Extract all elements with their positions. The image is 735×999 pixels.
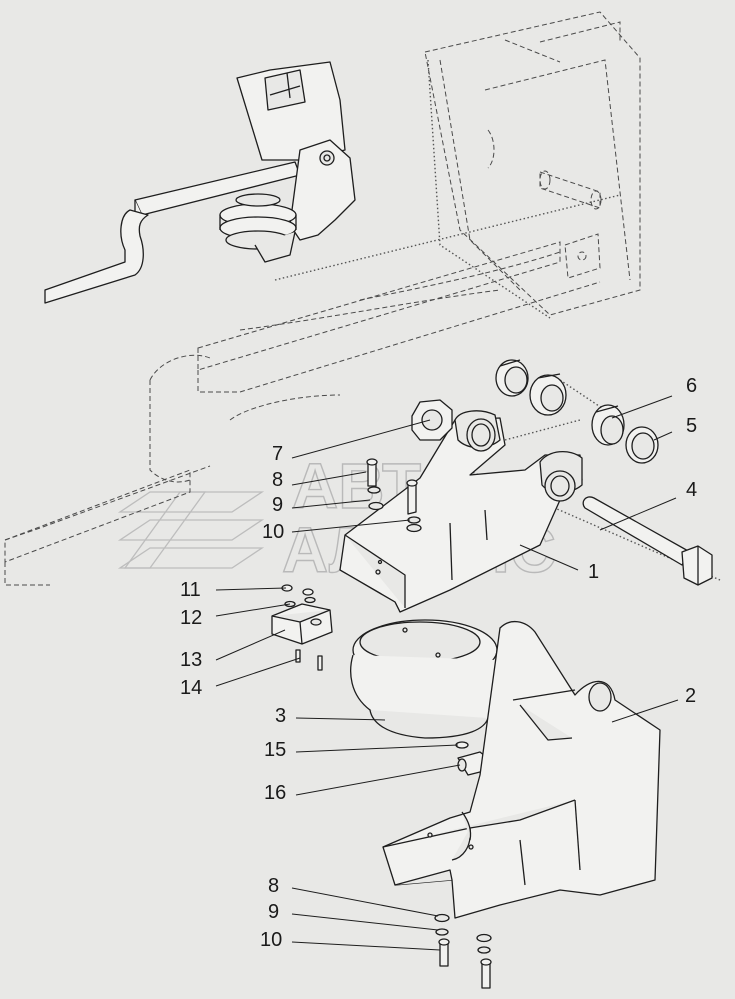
part-1-upper-bracket bbox=[339, 410, 583, 613]
bushing-upper-mid bbox=[529, 373, 567, 416]
assembled-view-small bbox=[44, 61, 356, 304]
bracket-fasteners bbox=[366, 458, 422, 533]
callout-16: 16 bbox=[264, 782, 286, 804]
part-2-lower-bracket bbox=[382, 621, 661, 919]
callout-10-upper: 10 bbox=[262, 521, 284, 543]
part-4-bolt bbox=[582, 496, 713, 586]
bushings bbox=[495, 359, 659, 464]
callout-2: 2 bbox=[685, 685, 696, 707]
part-3-air-spring bbox=[350, 619, 507, 739]
callout-11: 11 bbox=[180, 579, 201, 601]
callout-15: 15 bbox=[264, 739, 286, 761]
callout-labels: 1 2 3 4 5 6 7 8 9 10 11 12 13 14 15 16 8… bbox=[180, 375, 697, 951]
callout-10-lower: 10 bbox=[260, 929, 282, 951]
callout-5: 5 bbox=[686, 415, 697, 437]
callout-7: 7 bbox=[272, 443, 283, 465]
callout-6: 6 bbox=[686, 375, 697, 397]
callout-4: 4 bbox=[686, 479, 697, 501]
watermark-emblem bbox=[117, 491, 265, 569]
callout-8-upper: 8 bbox=[272, 469, 283, 491]
callout-13: 13 bbox=[180, 649, 202, 671]
callout-9-lower: 9 bbox=[268, 901, 279, 923]
callout-3: 3 bbox=[275, 705, 286, 727]
part-13-plate bbox=[271, 584, 333, 671]
frame-context-dashed bbox=[4, 11, 721, 586]
assembled-bracket-column bbox=[236, 61, 346, 161]
lower-fasteners bbox=[434, 913, 492, 989]
part-6-bushing bbox=[591, 404, 625, 446]
assembled-arm-end bbox=[44, 209, 149, 304]
part-5-ring bbox=[625, 426, 659, 464]
part-14-bolt bbox=[295, 649, 301, 663]
callout-8-lower: 8 bbox=[268, 875, 279, 897]
callout-leaders bbox=[215, 395, 679, 951]
callout-1: 1 bbox=[588, 561, 599, 583]
part-7-nut bbox=[411, 399, 453, 441]
callout-14: 14 bbox=[180, 677, 202, 699]
callout-9-upper: 9 bbox=[272, 494, 283, 516]
callout-12: 12 bbox=[180, 607, 202, 629]
bushing-upper-left bbox=[495, 359, 529, 397]
